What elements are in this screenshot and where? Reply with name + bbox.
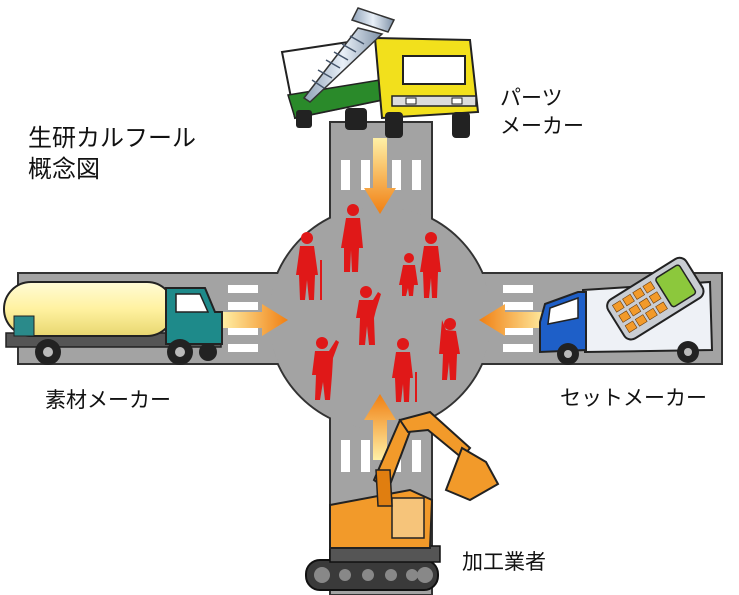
arrow-left <box>479 304 548 336</box>
person-icon <box>312 337 339 400</box>
arrow-right <box>222 304 288 336</box>
excavator-icon <box>305 410 500 591</box>
crosswalk-right <box>503 285 533 352</box>
person-icon <box>341 204 363 272</box>
mobile-phone-icon <box>606 256 705 341</box>
set-maker-label: セットメーカー <box>560 386 707 410</box>
parts-maker-label-line-2: メーカー <box>500 114 584 138</box>
person-icon <box>439 318 460 380</box>
parts-maker-label-line-1: パーツ <box>500 86 563 110</box>
crosswalk-top <box>341 160 421 190</box>
arrow-down <box>364 138 396 214</box>
title-line-2: 概念図 <box>28 155 100 183</box>
person-icon <box>420 232 441 298</box>
parts-maker-label: パーツ メーカー <box>500 84 584 140</box>
diagram-title: 生研カルフール 概念図 <box>28 123 196 185</box>
tanker-truck-icon <box>3 281 223 365</box>
person-icon <box>399 253 418 296</box>
material-maker-label: 素材メーカー <box>45 388 171 412</box>
processor-label: 加工業者 <box>462 550 546 574</box>
arrow-up <box>364 394 396 460</box>
person-icon <box>392 338 417 402</box>
title-line-1: 生研カルフール <box>28 124 196 152</box>
person-icon <box>356 286 381 345</box>
screw-icon <box>302 7 396 103</box>
person-icon <box>296 232 322 300</box>
people-group <box>296 204 460 402</box>
crosswalk-left <box>228 285 258 352</box>
